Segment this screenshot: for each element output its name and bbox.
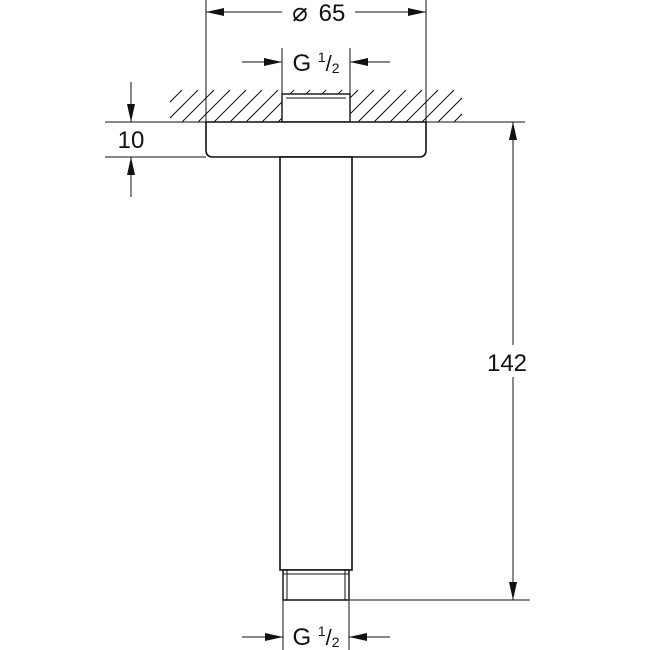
bottom-thread-slash: / bbox=[326, 625, 333, 650]
bottom-thread-dimension: G 1/2 bbox=[242, 600, 390, 650]
bottom-thread-denominator: 2 bbox=[332, 634, 340, 650]
arrow-down-icon bbox=[509, 582, 517, 600]
arm-length-dimension: 142 bbox=[350, 122, 534, 601]
arrow-up-icon bbox=[127, 157, 135, 175]
bottom-thread-prefix: G bbox=[292, 624, 317, 650]
arm-length-value: 142 bbox=[487, 350, 527, 377]
bottom-thread-numerator: 1 bbox=[318, 623, 326, 639]
arrow-left-icon bbox=[350, 58, 368, 66]
flange-thickness-dimension: 10 bbox=[105, 82, 206, 197]
top-thread-dimension: G 1/2 bbox=[242, 48, 390, 94]
shower-arm-tube bbox=[279, 156, 353, 571]
diameter-symbol: ⌀ bbox=[292, 0, 308, 27]
arrow-right-icon bbox=[408, 8, 426, 16]
diameter-value: 65 bbox=[319, 0, 346, 27]
bottom-thread-label: G 1/2 bbox=[292, 623, 339, 650]
arrow-down-icon bbox=[127, 104, 135, 122]
arrow-left-icon bbox=[206, 8, 224, 16]
arrow-right-icon bbox=[265, 633, 283, 641]
top-thread-nipple bbox=[281, 93, 351, 123]
arrow-up-icon bbox=[509, 122, 517, 140]
top-thread-slash: / bbox=[326, 51, 333, 76]
top-thread-prefix: G bbox=[292, 50, 317, 77]
ceiling-flange bbox=[205, 121, 427, 158]
arrow-left-icon bbox=[349, 633, 367, 641]
arrow-right-icon bbox=[264, 58, 282, 66]
top-thread-denominator: 2 bbox=[332, 60, 340, 76]
top-thread-label: G 1/2 bbox=[292, 49, 339, 77]
diameter-dimension: ⌀ 65 bbox=[205, 0, 427, 122]
top-thread-numerator: 1 bbox=[318, 49, 326, 65]
flange-thickness-value: 10 bbox=[118, 127, 145, 154]
